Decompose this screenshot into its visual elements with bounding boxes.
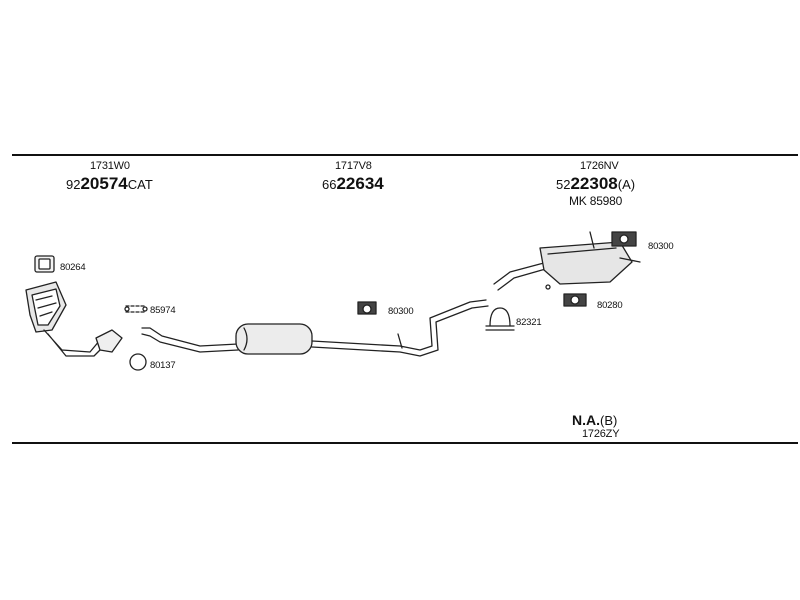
rear-hanger-top-part-number: 80300: [648, 241, 674, 252]
gasket-part-number: 80264: [60, 262, 86, 273]
rear-hanger-top-icon: [611, 231, 637, 247]
ring-part-number: 80137: [150, 360, 176, 371]
top-divider-line: [12, 154, 798, 156]
catalytic-converter-icon: [25, 281, 123, 357]
section-3-mounting-kit: MK 85980: [569, 194, 623, 208]
u-clamp-part-number: 82321: [516, 317, 542, 328]
bottom-divider-line: [12, 442, 798, 444]
clamp-icon: [124, 305, 148, 313]
na-label: N.A.(B): [572, 412, 618, 428]
u-clamp-icon: [485, 307, 515, 331]
section-3-code: 1726NV: [580, 160, 619, 172]
rear-hanger-bottom-part-number: 80280: [597, 300, 623, 311]
section-1-code: 1731W0: [90, 160, 130, 172]
ring-gasket-icon: [129, 353, 147, 371]
section-2-part-number: 6622634: [322, 174, 384, 193]
gasket-icon: [34, 255, 55, 273]
section-3-part-number: 5222308(A): [556, 174, 636, 193]
rubber-hanger-icon: [357, 301, 377, 315]
rear-hanger-bottom-icon: [563, 293, 587, 307]
middle-silencer-icon: [141, 299, 489, 357]
middle-hanger-part-number: 80300: [388, 306, 414, 317]
na-code: 1726ZY: [582, 428, 620, 440]
section-2-code: 1717V8: [335, 160, 372, 172]
section-1-part-number: 9220574CAT: [66, 174, 153, 193]
clamp-part-number: 85974: [150, 305, 176, 316]
